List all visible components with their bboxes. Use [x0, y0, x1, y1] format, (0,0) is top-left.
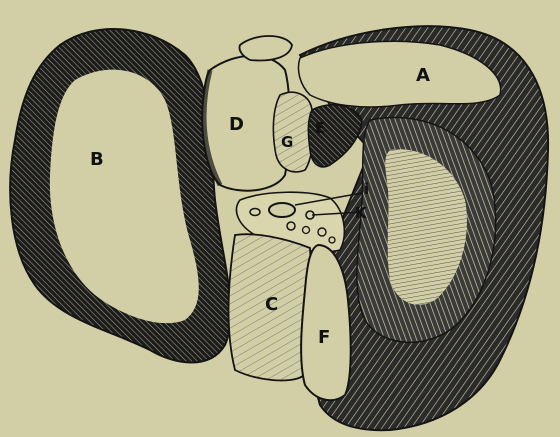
label-b: B: [90, 149, 104, 170]
label-e: E: [315, 119, 325, 137]
caudate-process-shape: [239, 36, 292, 60]
label-c: C: [265, 294, 278, 315]
label-g: G: [281, 133, 293, 151]
label-a: A: [416, 65, 430, 86]
label-k: K: [355, 204, 368, 222]
label-f: F: [318, 327, 330, 348]
label-d: D: [229, 114, 244, 135]
label-i: i: [364, 180, 369, 198]
vessel-i-shape: [269, 203, 295, 217]
